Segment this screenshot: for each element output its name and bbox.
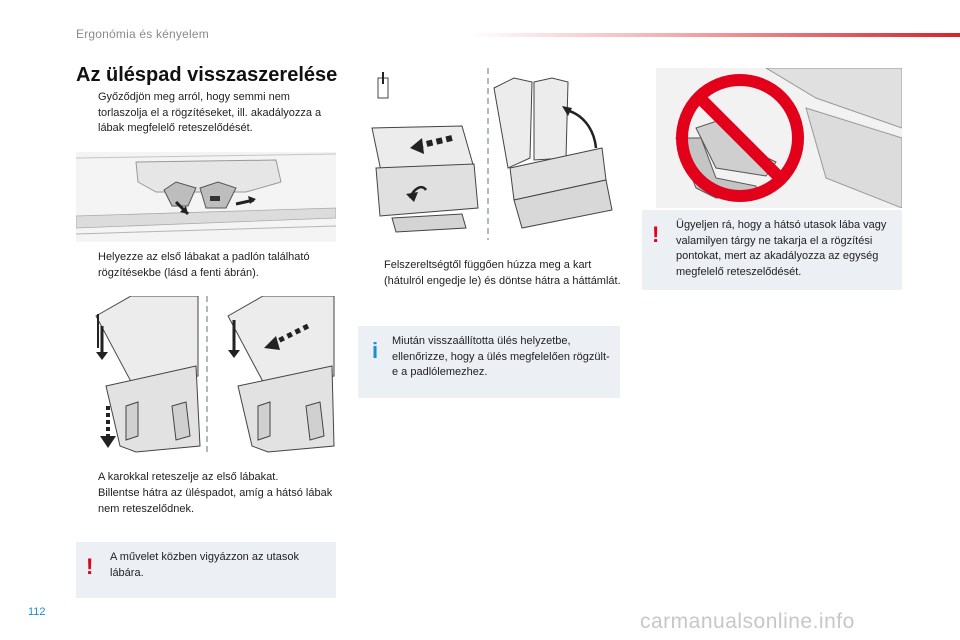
step-1-text: Győződjön meg arról, hogy semmi nem torl… — [98, 91, 322, 134]
info-note-check: i Miután visszaállította ülés helyzetbe,… — [358, 326, 620, 398]
step-3-text: A karokkal reteszelje az első lábakat. — [98, 471, 279, 483]
page-number: 112 — [28, 606, 46, 618]
step-4-text: Billentse hátra az üléspadot, amíg a hát… — [98, 487, 333, 515]
warning-note-feet: ! A művelet közben vigyázzon az utasok l… — [76, 542, 336, 598]
warning-icon: ! — [86, 554, 94, 579]
seat-lock-illustration — [76, 296, 338, 456]
prohibition-sign-icon — [676, 74, 804, 202]
warning-note-anchorage: ! Ügyeljen rá, hogy a hátsó utasok lába … — [642, 210, 902, 290]
info-note-text: Miután visszaállította ülés helyzetbe, e… — [392, 335, 610, 378]
floor-anchorage-illustration — [76, 152, 336, 242]
seat-view-left — [95, 296, 201, 453]
warning-note-text: A művelet közben vigyázzon az utasok láb… — [110, 551, 299, 579]
section-header: Ergonómia és kényelem — [76, 27, 209, 41]
seat-view-right — [227, 296, 335, 453]
warning-icon: ! — [652, 222, 660, 247]
step-3: A karokkal reteszelje az első lábakat. — [76, 470, 338, 486]
step-2: Helyezze az első lábakat a padlón találh… — [76, 250, 338, 281]
info-icon: i — [372, 338, 379, 363]
watermark: carmanualsonline.info — [640, 610, 855, 633]
backrest-illustration — [362, 68, 624, 240]
page-title: Az üléspad visszaszerelése — [76, 64, 338, 86]
prohibited-feet-illustration — [656, 68, 902, 208]
seat-folded-view — [371, 125, 479, 233]
step-2-text: Helyezze az első lábakat a padlón találh… — [98, 251, 310, 279]
header-accent-bar — [470, 33, 960, 37]
step-4: Billentse hátra az üléspadot, amíg a hát… — [76, 486, 338, 517]
step-1: Győződjön meg arról, hogy semmi nem torl… — [76, 90, 338, 137]
step-5: Felszereltségtől függően húzza meg a kar… — [362, 258, 624, 289]
step-5-text: Felszereltségtől függően húzza meg a kar… — [384, 259, 621, 287]
warning-note-text: Ügyeljen rá, hogy a hátsó utasok lába va… — [676, 219, 887, 278]
seat-upright-view — [493, 77, 613, 229]
